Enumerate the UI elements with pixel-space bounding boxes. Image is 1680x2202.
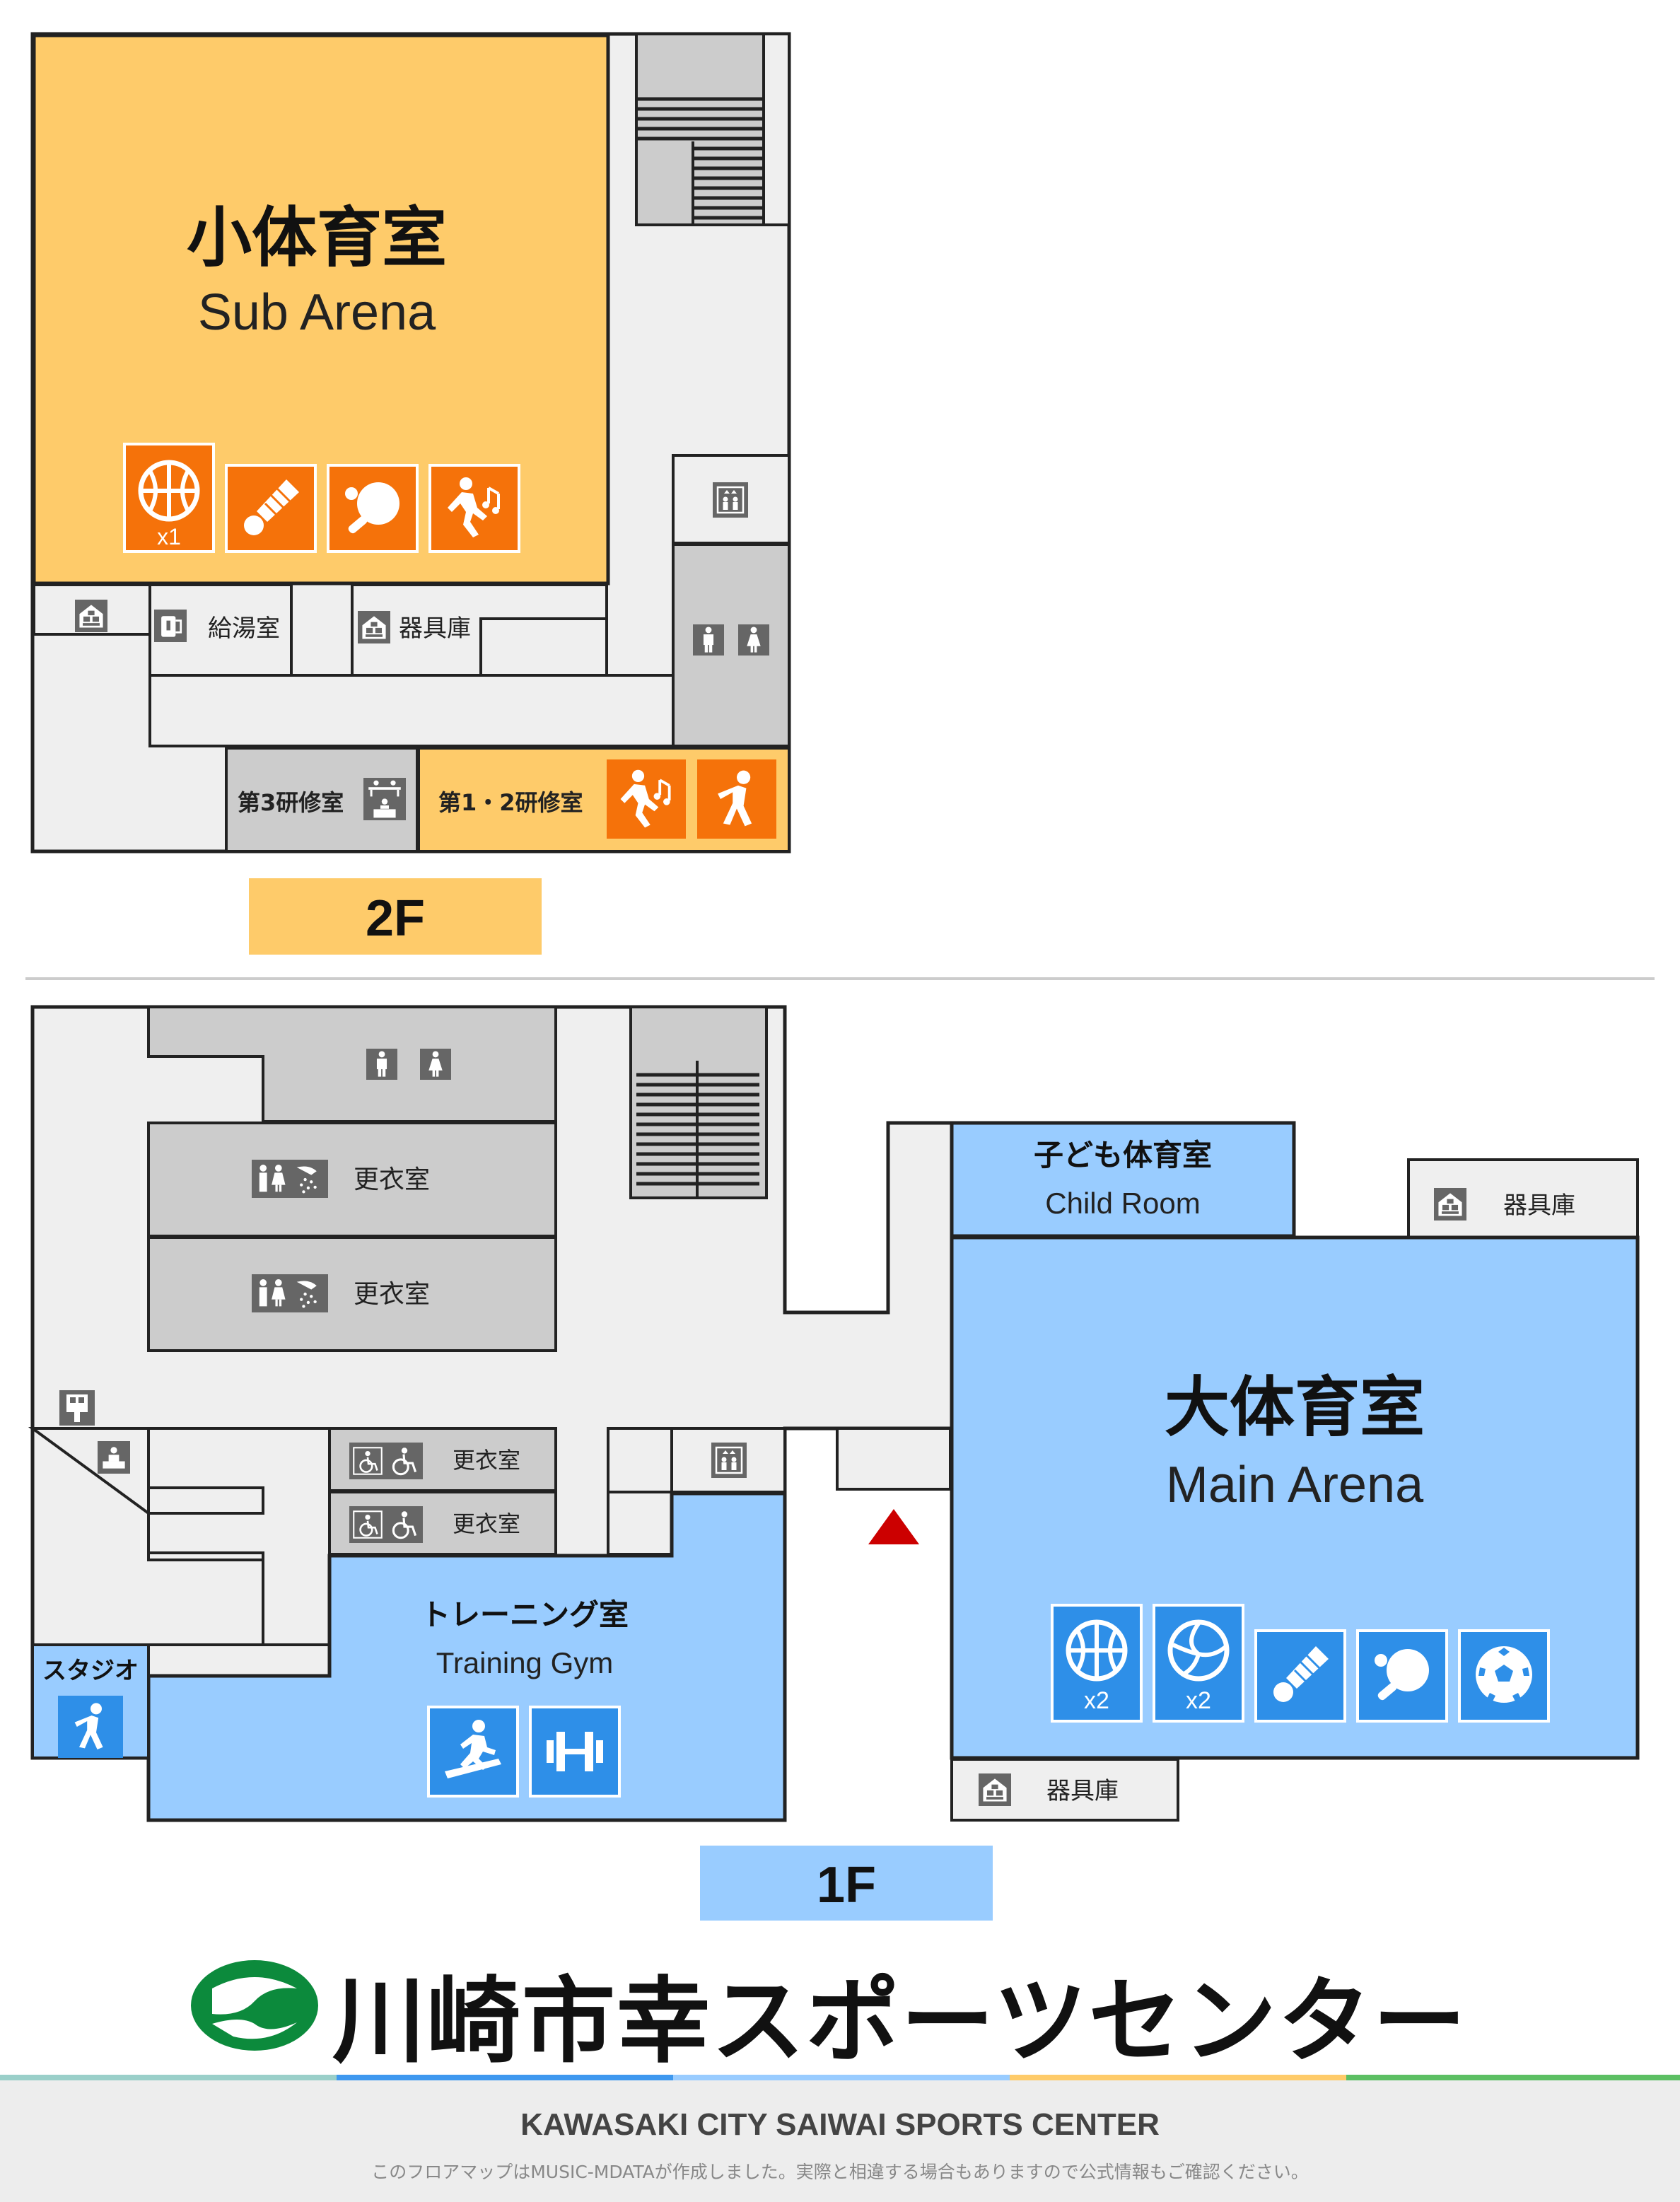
badminton-icon: [1254, 1629, 1346, 1723]
phone-icon: [59, 1390, 95, 1426]
kettle-icon: [154, 610, 187, 642]
main-arena-name-ja: 大体育室: [1165, 1370, 1425, 1445]
entrance-vestibule: [836, 1427, 952, 1491]
floor-2f: 小体育室 Sub Arena x1 給湯室 器具庫 第: [30, 32, 791, 955]
restroom: [672, 543, 791, 747]
facility-name-en: KAWASAKI CITY SAIWAI SPORTS CENTER: [520, 2107, 1160, 2142]
stairs: [635, 33, 791, 226]
elevator-room: [672, 454, 791, 544]
storage-icon: [358, 611, 390, 643]
equipment-storage-label: 器具庫: [1046, 1777, 1119, 1805]
disclaimer-note: このフロアマップはMUSIC-MDATAが作成しました。実際と相違する場合もあり…: [371, 2162, 1309, 2182]
child-room-name-en: Child Room: [1045, 1187, 1200, 1220]
training-rooms-1-2-label: 第1・2研修室: [438, 789, 583, 816]
entrance-marker-icon: [868, 1509, 919, 1544]
training-room-3-label: 第3研修室: [238, 789, 344, 816]
storage-icon: [1434, 1188, 1466, 1221]
locker-room-label: 更衣室: [354, 1165, 430, 1194]
sub-arena-name-ja: 小体育室: [187, 200, 447, 276]
sub-arena-sport-icons: x1: [123, 443, 520, 553]
volleyball-count: x2: [1186, 1687, 1211, 1714]
sub-arena-name-en: Sub Arena: [198, 284, 436, 341]
child-room-name-ja: 子ども体育室: [1034, 1138, 1212, 1172]
reception-icon: [98, 1441, 130, 1474]
footer: [0, 2080, 1680, 2202]
men-restroom-icon: [366, 1049, 397, 1080]
shower-icon: [252, 1274, 328, 1312]
main-arena-name-en: Main Arena: [1166, 1457, 1424, 1513]
women-restroom-icon: [738, 624, 769, 656]
equipment-storage-label: 器具庫: [1503, 1192, 1575, 1220]
floor-2f-label-bg: [249, 878, 542, 955]
kitchenette-label: 給湯室: [208, 614, 280, 643]
corridor-2f: [148, 674, 675, 747]
basketball-count: x1: [157, 524, 181, 549]
storage-annex: [479, 617, 608, 677]
training-room-icons: [607, 759, 776, 839]
training-gym-name-ja: トレーニング室: [421, 1597, 629, 1632]
floor-2f-label: 2F: [366, 890, 425, 947]
gym-icons: [427, 1706, 621, 1798]
basketball-count: x2: [1084, 1687, 1109, 1714]
accessible-icon: [349, 1443, 423, 1479]
main-arena-sport-icons: x2 x2: [1051, 1604, 1550, 1723]
locker-room-label: 更衣室: [453, 1447, 520, 1474]
women-restroom-icon: [420, 1049, 451, 1080]
accessible-icon: [349, 1506, 423, 1543]
floor-1f: 更衣室 更衣室 更衣室 更衣室 トレーニング室 Training Gym: [28, 1005, 1640, 1921]
storage-icon: [979, 1773, 1011, 1806]
floor-1f-label-bg: [700, 1846, 993, 1921]
equipment-storage-label: 器具庫: [399, 614, 471, 643]
locker-room-2: [147, 1236, 557, 1352]
training-gym-name-en: Training Gym: [436, 1646, 614, 1679]
locker-room-label: 更衣室: [453, 1510, 520, 1537]
storage-icon: [75, 600, 107, 632]
elevator-icon: [711, 1443, 747, 1478]
shower-icon: [252, 1160, 328, 1198]
facility-logo-icon: [191, 1960, 318, 2051]
facility-name-ja: 川崎市幸スポーツセンター: [332, 1967, 1468, 2076]
elevator-icon: [713, 482, 748, 518]
floor-1f-label: 1F: [817, 1857, 876, 1913]
child-room: [950, 1121, 1296, 1238]
stairs: [629, 1006, 768, 1199]
studio-label: スタジオ: [42, 1657, 139, 1685]
men-restroom-icon: [693, 624, 724, 656]
locker-room-1: [147, 1122, 557, 1237]
locker-room-label: 更衣室: [354, 1280, 430, 1309]
seminar-icon: [363, 778, 406, 820]
